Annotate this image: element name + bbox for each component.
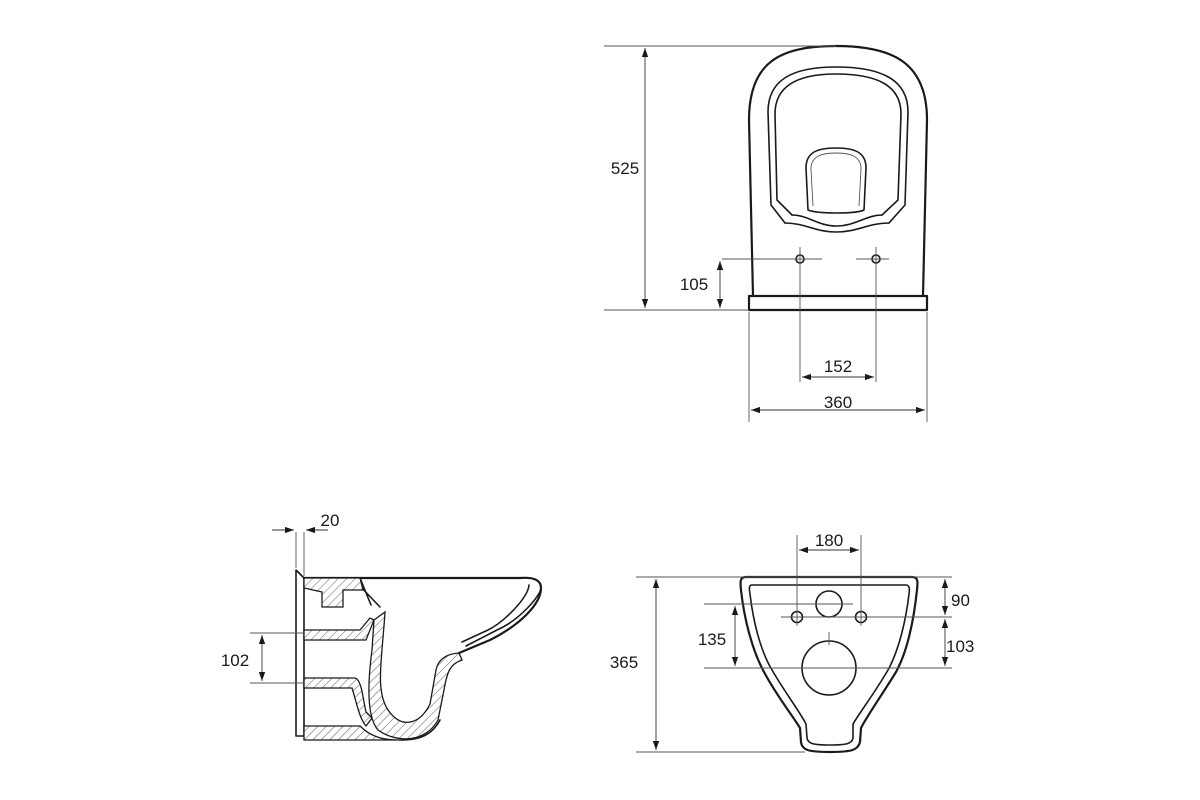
- top-seat-notch-inner: [791, 214, 883, 227]
- top-opening: [805, 147, 867, 214]
- dim-rear-fix-spacing: 180: [815, 531, 843, 550]
- dim-top-fix-from-rear: 105: [680, 275, 708, 294]
- rear-view: 180 90 103 135 365: [610, 531, 974, 754]
- side-rear-block: [303, 577, 364, 608]
- dim-side-wall-offset: 20: [321, 511, 340, 530]
- dim-rear-top-to-fix: 90: [951, 591, 970, 610]
- dim-top-fix-spacing: 152: [824, 357, 852, 376]
- top-rear-rim: [747, 294, 929, 312]
- side-wall-plate: [295, 569, 305, 737]
- dim-rear-height: 365: [610, 653, 638, 672]
- top-seat-notch: [784, 222, 890, 233]
- side-inlet-upper: [303, 617, 375, 641]
- dim-rear-fix-to-outlet: 103: [946, 637, 974, 656]
- side-bowl: [368, 610, 463, 740]
- top-seat-outline: [767, 66, 909, 224]
- side-section-view: 20 102: [221, 511, 543, 741]
- top-opening-inner: [810, 152, 862, 207]
- top-seat-inner: [774, 73, 902, 216]
- dim-side-outlet-height: 102: [221, 651, 249, 670]
- dim-rear-inlet-to-outlet: 135: [698, 630, 726, 649]
- top-view: 525 105 152 360: [604, 44, 929, 422]
- dim-top-length: 525: [611, 159, 639, 178]
- rear-outline: [739, 575, 919, 754]
- dim-top-width: 360: [824, 393, 852, 412]
- rear-inner-outline: [748, 584, 911, 746]
- side-front-lobe: [461, 584, 542, 647]
- side-outlet: [303, 677, 373, 728]
- side-inner-rim: [358, 577, 381, 608]
